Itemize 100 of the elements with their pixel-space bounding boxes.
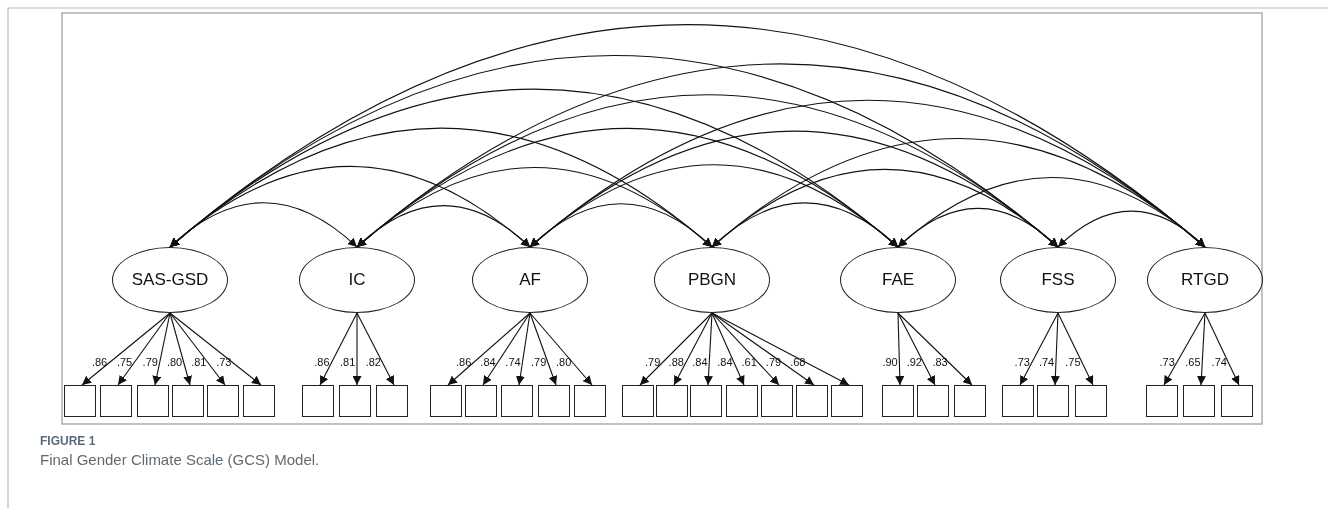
loading-value: .73 (216, 356, 232, 368)
indicator-box (64, 385, 96, 417)
loading-arrow (1019, 312, 1059, 386)
indicator-box (339, 385, 371, 417)
indicator-box (538, 385, 570, 417)
indicator-box (430, 385, 462, 417)
indicator-box (761, 385, 793, 417)
indicator-box (831, 385, 863, 417)
covariance-arc (897, 207, 1059, 248)
loading-value: .84 (717, 356, 733, 368)
loading-arrow (152, 312, 171, 386)
factor-label: IC (348, 270, 366, 290)
factor-label: RTGD (1181, 270, 1229, 290)
indicator-box (1075, 385, 1107, 417)
indicator-box (243, 385, 275, 417)
loading-value: .88 (668, 356, 684, 368)
indicator-box (100, 385, 132, 417)
loading-value: .80 (166, 356, 183, 368)
loading-arrow (1197, 312, 1206, 386)
loading-value: .84 (480, 356, 496, 368)
loading-arrow (1050, 312, 1060, 386)
loading-value: .83 (932, 356, 948, 368)
loading-value: .79 (765, 356, 782, 368)
indicator-box (302, 385, 334, 417)
covariance-arc (169, 202, 358, 248)
loading-arrow (711, 312, 850, 386)
indicator-box (574, 385, 606, 417)
loading-arrow (1057, 312, 1094, 386)
factor-label: SAS-GSD (131, 270, 209, 290)
factor-label: AF (519, 270, 541, 290)
loading-arrow (515, 312, 531, 386)
loading-value: .75 (116, 356, 133, 368)
loading-arrow (704, 312, 713, 386)
loading-value: .79 (531, 356, 547, 368)
indicator-box (656, 385, 688, 417)
loading-value: .86 (91, 356, 108, 368)
indicator-box (796, 385, 828, 417)
indicator-box (1183, 385, 1215, 417)
indicator-box (954, 385, 986, 417)
indicator-box (1002, 385, 1034, 417)
loading-arrow (482, 312, 531, 386)
loading-arrow (529, 312, 593, 386)
loading-arrow (895, 312, 905, 386)
covariance-arc (1057, 210, 1206, 248)
loading-arrow (352, 312, 362, 386)
loading-arrow (711, 312, 815, 386)
loading-value: .74 (505, 356, 521, 368)
indicator-box (1221, 385, 1253, 417)
loading-value: .92 (906, 356, 922, 368)
loading-value: .90 (882, 356, 898, 368)
covariance-arc (356, 205, 531, 248)
figure-caption: Final Gender Climate Scale (GCS) Model. (40, 451, 320, 468)
figure-number: FIGURE 1 (40, 434, 96, 448)
indicator-box (501, 385, 533, 417)
loading-value: .61 (741, 356, 757, 368)
loading-arrow (639, 312, 713, 386)
loading-value: .65 (1185, 356, 1201, 368)
loading-arrow (81, 312, 171, 386)
indicator-box (172, 385, 204, 417)
loading-arrow (1204, 312, 1240, 386)
indicator-box (1037, 385, 1069, 417)
covariance-arc (529, 203, 713, 248)
indicator-box (726, 385, 758, 417)
loading-value: .68 (790, 356, 806, 368)
loading-arrow (319, 312, 358, 386)
loading-value: .84 (692, 356, 708, 368)
loading-arrow (711, 312, 780, 386)
loading-arrow (447, 312, 531, 386)
indicator-box (465, 385, 497, 417)
factor-label: FSS (1041, 270, 1075, 290)
loading-arrow (711, 312, 745, 386)
loading-value: .81 (340, 356, 356, 368)
indicator-box (137, 385, 169, 417)
indicator-box (882, 385, 914, 417)
indicator-box (917, 385, 949, 417)
loading-arrow (897, 312, 973, 386)
loading-value: .82 (365, 356, 381, 368)
loading-arrow (673, 312, 713, 386)
loading-arrow (1163, 312, 1206, 386)
loading-arrow (169, 312, 262, 386)
loading-value: .75 (1065, 356, 1081, 368)
loading-arrow (529, 312, 558, 386)
loading-value: .80 (556, 356, 572, 368)
loading-value: .86 (314, 356, 330, 368)
loading-arrow (169, 312, 192, 386)
indicator-box (207, 385, 239, 417)
loading-value: .73 (1014, 356, 1030, 368)
indicator-box (376, 385, 408, 417)
loading-value: .86 (456, 356, 472, 368)
loading-arrow (169, 312, 226, 386)
loading-arrow (897, 312, 936, 386)
loading-value: .79 (142, 356, 158, 368)
indicator-box (622, 385, 654, 417)
indicator-box (690, 385, 722, 417)
factor-label: PBGN (687, 270, 737, 290)
loading-value: .79 (645, 356, 661, 368)
loading-value: .74 (1038, 356, 1055, 368)
indicator-box (1146, 385, 1178, 417)
loading-arrow (117, 312, 171, 386)
loading-value: .73 (1159, 356, 1175, 368)
